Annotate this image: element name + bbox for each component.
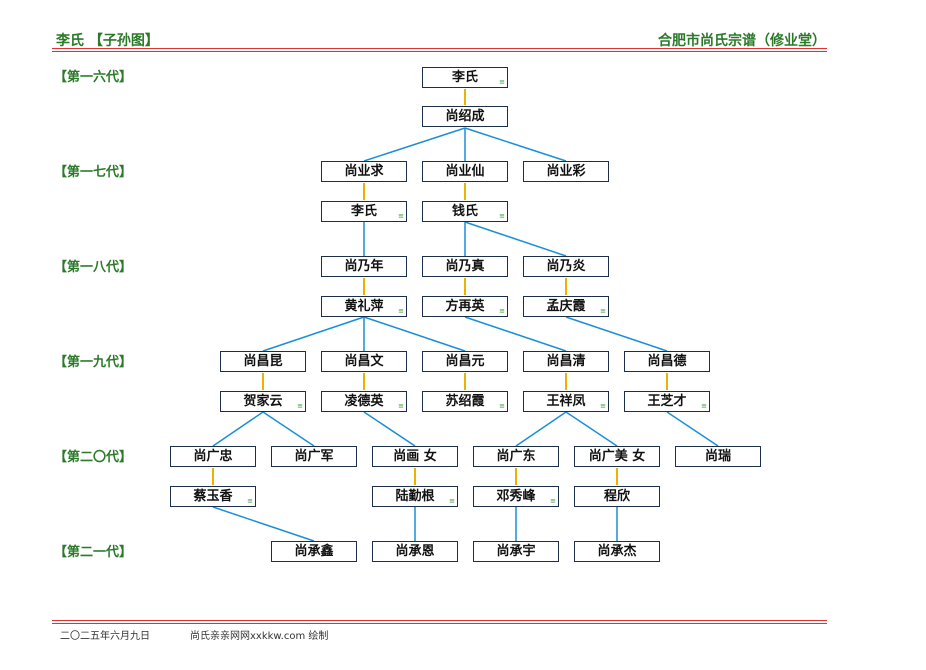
spouse-mark-icon: ≡ xyxy=(701,402,707,410)
person-node-shang-chengen[interactable]: 尚承恩 xyxy=(372,541,458,562)
person-node-shang-shaocheng[interactable]: 尚绍成 xyxy=(422,106,508,127)
person-node-shang-naizhen[interactable]: 尚乃真 xyxy=(422,256,508,277)
footer-date: 二〇二五年六月九日 xyxy=(60,631,150,642)
parent-line xyxy=(262,316,365,352)
footer-rule-bottom xyxy=(52,623,827,624)
person-node-lu-qingen[interactable]: 陆勤根≡ xyxy=(372,486,458,507)
person-node-shang-changkun[interactable]: 尚昌昆 xyxy=(220,351,306,372)
generation-label-16: 【第一六代】 xyxy=(54,70,133,85)
parent-line xyxy=(464,316,567,352)
parent-line xyxy=(363,127,466,162)
spouse-mark-icon: ≡ xyxy=(449,497,455,505)
parent-line xyxy=(515,411,567,447)
person-node-shang-hua-daughter[interactable]: 尚画 女 xyxy=(372,446,458,467)
spouse-mark-icon: ≡ xyxy=(247,497,253,505)
parent-line xyxy=(262,411,315,447)
person-node-shang-naiyan[interactable]: 尚乃炎 xyxy=(523,256,609,277)
generation-label-17: 【第一七代】 xyxy=(54,165,133,180)
person-node-shang-yecai[interactable]: 尚业彩 xyxy=(523,161,609,182)
generation-label-18: 【第一八代】 xyxy=(54,260,133,275)
spouse-mark-icon: ≡ xyxy=(600,402,606,410)
spouse-mark-icon: ≡ xyxy=(398,212,404,220)
person-node-shang-guangdong[interactable]: 尚广东 xyxy=(473,446,559,467)
footer-credit: 尚氏亲亲网网xxkkw.com 绘制 xyxy=(190,631,329,642)
person-node-meng-qingxia[interactable]: 孟庆霞≡ xyxy=(523,296,609,317)
person-node-shang-yeqiu[interactable]: 尚业求 xyxy=(321,161,407,182)
person-node-he-jiayun[interactable]: 贺家云≡ xyxy=(220,391,306,412)
person-node-qian-shi[interactable]: 钱氏≡ xyxy=(422,201,508,222)
header-subtitle: 合肥市尚氏宗谱（修业堂） xyxy=(658,33,826,49)
person-node-shang-changwen[interactable]: 尚昌文 xyxy=(321,351,407,372)
person-node-wang-xiangfeng[interactable]: 王祥凤≡ xyxy=(523,391,609,412)
person-node-shang-guangjun[interactable]: 尚广军 xyxy=(271,446,357,467)
person-node-li-shi-2[interactable]: 李氏≡ xyxy=(321,201,407,222)
person-node-ling-deying[interactable]: 凌德英≡ xyxy=(321,391,407,412)
parent-line xyxy=(565,411,618,447)
spouse-mark-icon: ≡ xyxy=(398,402,404,410)
parent-line xyxy=(464,127,567,162)
spouse-mark-icon: ≡ xyxy=(499,78,505,86)
generation-label-19: 【第一九代】 xyxy=(54,355,133,370)
person-node-shang-guangmei-daughter[interactable]: 尚广美 女 xyxy=(574,446,660,467)
person-node-huang-liping[interactable]: 黄礼萍≡ xyxy=(321,296,407,317)
spouse-mark-icon: ≡ xyxy=(398,307,404,315)
parent-line xyxy=(565,316,668,352)
parent-line xyxy=(212,506,315,542)
header-rule-top xyxy=(52,48,827,49)
header-title: 李氏 【子孙图】 xyxy=(56,33,159,49)
parent-line xyxy=(363,411,416,447)
spouse-mark-icon: ≡ xyxy=(499,212,505,220)
generation-label-21: 【第二一代】 xyxy=(54,545,133,560)
spouse-mark-icon: ≡ xyxy=(297,402,303,410)
parent-line xyxy=(363,316,466,352)
person-node-shang-changde[interactable]: 尚昌德 xyxy=(624,351,710,372)
person-node-shang-chengyu[interactable]: 尚承宇 xyxy=(473,541,559,562)
parent-line xyxy=(464,221,567,257)
person-node-cheng-xin[interactable]: 程欣 xyxy=(574,486,660,507)
generation-label-20: 【第二〇代】 xyxy=(54,450,133,465)
person-node-shang-guangzhong[interactable]: 尚广忠 xyxy=(170,446,256,467)
person-node-wang-zhicai[interactable]: 王芝才≡ xyxy=(624,391,710,412)
person-node-shang-changyuan[interactable]: 尚昌元 xyxy=(422,351,508,372)
spouse-mark-icon: ≡ xyxy=(499,402,505,410)
spouse-mark-icon: ≡ xyxy=(550,497,556,505)
person-node-shang-nainian[interactable]: 尚乃年 xyxy=(321,256,407,277)
person-node-fang-zaiying[interactable]: 方再英≡ xyxy=(422,296,508,317)
spouse-mark-icon: ≡ xyxy=(499,307,505,315)
person-node-su-shaoxia[interactable]: 苏绍霞≡ xyxy=(422,391,508,412)
header-rule-bottom xyxy=(52,51,827,52)
spouse-mark-icon: ≡ xyxy=(600,307,606,315)
footer-rule-top xyxy=(52,620,827,621)
person-node-shang-rui[interactable]: 尚瑞 xyxy=(675,446,761,467)
person-node-shang-changqing[interactable]: 尚昌清 xyxy=(523,351,609,372)
person-node-deng-xiufeng[interactable]: 邓秀峰≡ xyxy=(473,486,559,507)
person-node-shang-chengjie[interactable]: 尚承杰 xyxy=(574,541,660,562)
person-node-li-shi[interactable]: 李氏≡ xyxy=(422,67,508,88)
person-node-cai-yuxiang[interactable]: 蔡玉香≡ xyxy=(170,486,256,507)
parent-line xyxy=(212,411,264,447)
person-node-shang-chengxin[interactable]: 尚承鑫 xyxy=(271,541,357,562)
parent-line xyxy=(666,411,719,447)
person-node-shang-yexian[interactable]: 尚业仙 xyxy=(422,161,508,182)
